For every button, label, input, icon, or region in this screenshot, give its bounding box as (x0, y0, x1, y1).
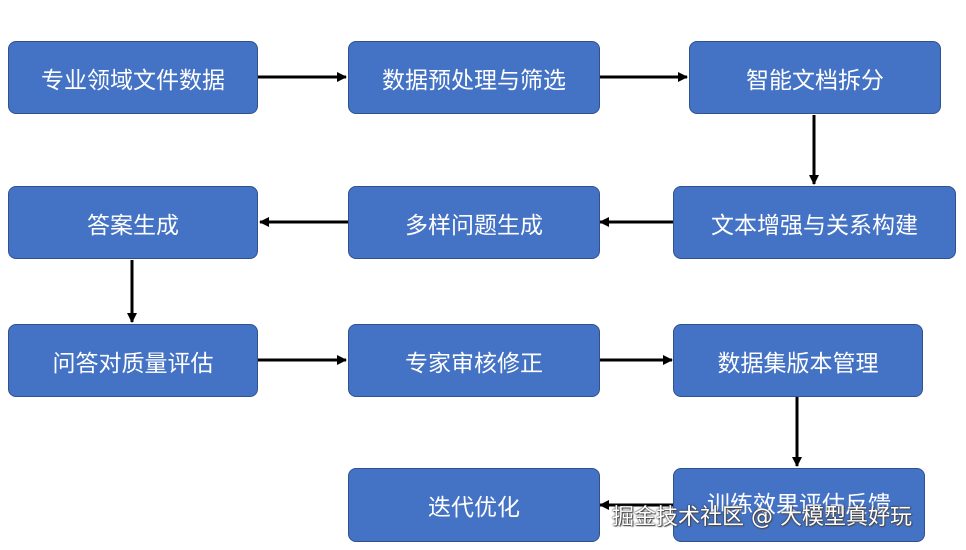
node-qa-eval: 问答对质量评估 (8, 324, 258, 397)
node-expert-review: 专家审核修正 (348, 324, 600, 397)
node-domain-files: 专业领域文件数据 (8, 41, 258, 114)
node-iterate: 迭代优化 (348, 468, 600, 542)
node-version-mgmt: 数据集版本管理 (673, 324, 923, 397)
node-doc-split: 智能文档拆分 (689, 41, 941, 114)
watermark: 掘金技术社区 @ 大模型真好玩 (612, 505, 912, 530)
node-train-feedback: 训练效果评估反馈 (673, 468, 925, 542)
node-text-enhance: 文本增强与关系构建 (673, 186, 956, 259)
node-question-gen: 多样问题生成 (348, 186, 600, 259)
node-answer-gen: 答案生成 (8, 186, 258, 259)
node-preprocess: 数据预处理与筛选 (348, 41, 600, 114)
